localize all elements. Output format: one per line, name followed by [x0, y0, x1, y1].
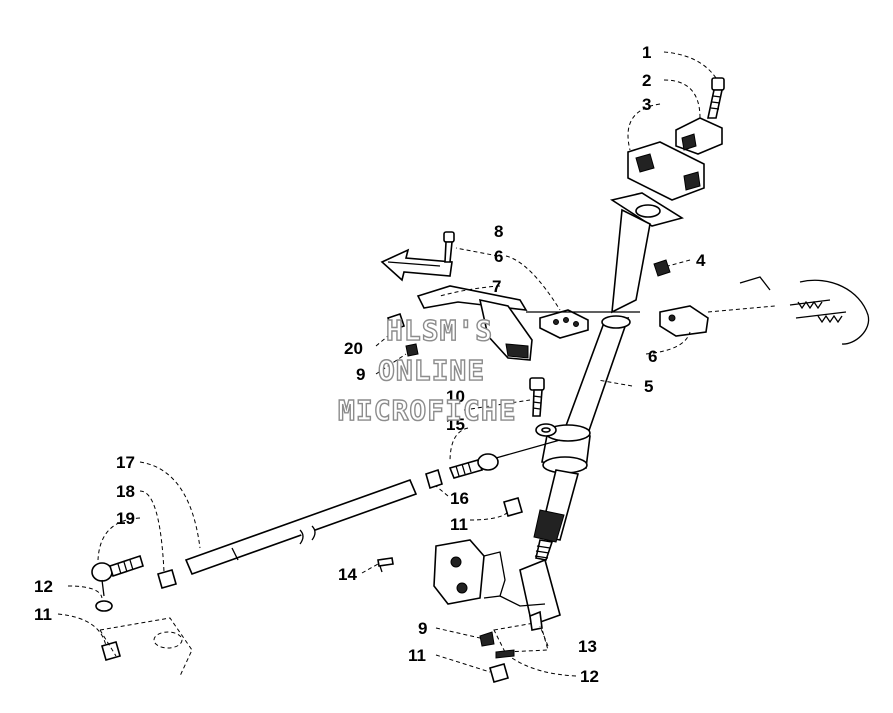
- screw-14: [377, 557, 394, 573]
- callout-15: 15: [446, 415, 465, 434]
- jam-nut-18: [157, 569, 177, 589]
- callout-12-lower: 12: [580, 667, 599, 686]
- tie-rod-end-lower: [91, 554, 144, 597]
- callout-14: 14: [338, 565, 357, 584]
- callout-12-left: 12: [34, 577, 53, 596]
- callout-2: 2: [642, 71, 651, 90]
- nut-11-center: [503, 497, 523, 517]
- bolt-10: [529, 377, 545, 417]
- watermark: HLSM'S ONLINE MICROFICHE: [337, 313, 517, 427]
- callout-5: 5: [644, 377, 653, 396]
- watermark-line-1: HLSM'S: [386, 314, 493, 347]
- direction-arrow: [380, 248, 453, 282]
- bolt-8: [443, 231, 455, 263]
- nut-11-left: [101, 641, 121, 661]
- handlebar-clamp: [627, 77, 725, 201]
- callout-13: 13: [578, 637, 597, 656]
- callout-6-upper: 6: [494, 247, 503, 266]
- watermark-line-3: MICROFICHE: [338, 394, 517, 427]
- callout-16: 16: [450, 489, 469, 508]
- steering-bracket: [416, 285, 776, 361]
- washer-15: [535, 423, 557, 437]
- handlebar-fragment: [739, 276, 870, 345]
- nut-20: [386, 312, 406, 332]
- callout-9-lower: 9: [418, 619, 427, 638]
- tie-rod: [184, 478, 418, 576]
- callout-labels: 1 2 3 4 5 6 6 7 8 9 9 10 11 11 11 12 12 …: [34, 43, 706, 686]
- bolt-13: [529, 610, 543, 631]
- tie-rod-end-upper: [448, 439, 561, 479]
- callout-10: 10: [446, 387, 465, 406]
- callout-3: 3: [642, 95, 651, 114]
- callout-17: 17: [116, 453, 135, 472]
- callout-4: 4: [696, 251, 706, 270]
- callout-19: 19: [116, 509, 135, 528]
- callout-11-center: 11: [450, 515, 468, 534]
- washer-12-lower: [495, 649, 515, 659]
- callout-20: 20: [344, 339, 363, 358]
- callout-9-upper: 9: [356, 365, 365, 384]
- steering-arm-left: [99, 617, 193, 677]
- callout-11-left: 11: [34, 605, 52, 624]
- callout-6-lower: 6: [648, 347, 657, 366]
- nut-11-lower: [489, 663, 509, 683]
- callout-18: 18: [116, 482, 135, 501]
- leader-lines: [57, 51, 717, 677]
- lower-bearing-bracket: [433, 539, 549, 653]
- nut-9-lower: [479, 631, 495, 647]
- watermark-line-2: ONLINE: [378, 354, 485, 387]
- callout-1: 1: [642, 43, 651, 62]
- jam-nut-16: [425, 468, 443, 490]
- washer-12-left: [95, 600, 113, 612]
- callout-11-lower: 11: [408, 646, 426, 665]
- nut-9-upper: [405, 343, 419, 357]
- nut-4: [653, 259, 671, 277]
- callout-7: 7: [492, 277, 501, 296]
- steering-post: [519, 192, 684, 627]
- callout-8: 8: [494, 222, 503, 241]
